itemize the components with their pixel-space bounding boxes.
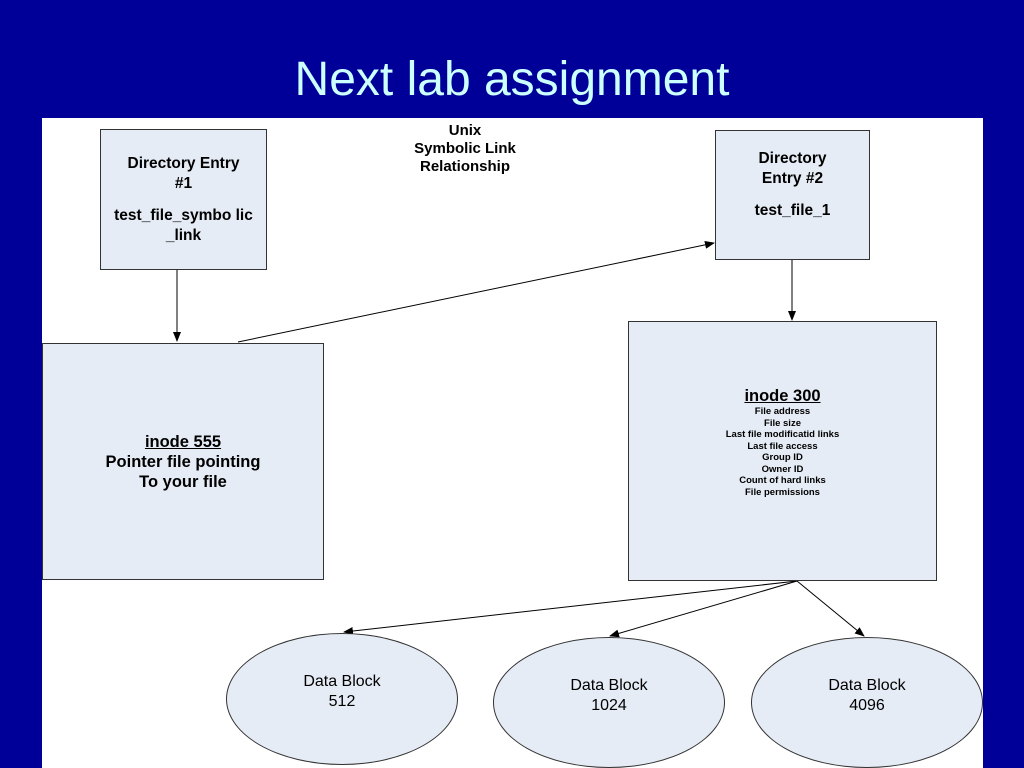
data-block-1024: Data Block 1024 [493, 637, 725, 768]
arrow-inode555-to-dir2 [237, 240, 715, 343]
data-block-size: 4096 [849, 696, 885, 714]
directory-entry-2-label: Directory Entry #2 [758, 150, 827, 187]
inode-555-description: To your file [139, 472, 227, 491]
inode-attribute: File permissions [745, 486, 820, 498]
inode-555-title: inode 555 [144, 432, 222, 451]
caption-line: Unix [448, 122, 482, 139]
inode-300-box: inode 300 File address File size Last fi… [628, 321, 937, 581]
connector-layer [173, 240, 865, 638]
data-block-4096: Data Block 4096 [751, 637, 983, 768]
data-block-512: Data Block 512 [226, 633, 458, 765]
inode-555-box: inode 555 Pointer file pointing To your … [42, 343, 324, 580]
inode-attribute: Last file access [747, 440, 818, 452]
inode-attribute: Owner ID [761, 463, 804, 475]
slide-title: Next lab assignment [294, 53, 730, 106]
diagram-caption: Unix Symbolic Link Relationship [382, 122, 548, 176]
directory-entry-2-filename: test_file_1 [754, 202, 831, 219]
inode-300-attributes: File address File size Last file modific… [726, 406, 840, 498]
inode-attribute: Group ID [762, 452, 803, 463]
arrow-inode300-to-block-512 [343, 580, 798, 635]
directory-entry-1-label: Directory Entry #1 [127, 154, 240, 192]
directory-entry-1-filename: test_file_symbo lic_link [114, 206, 253, 244]
directory-entry-2-box: Directory Entry #2 test_file_1 [715, 130, 870, 260]
data-block-label: Data Block [303, 673, 381, 690]
data-block-size: 1024 [591, 696, 627, 714]
data-block-label: Data Block [828, 676, 906, 694]
diagram-canvas: Unix Symbolic Link Relationship Director… [42, 118, 983, 768]
arrow-inode300-to-block-1024 [609, 580, 798, 638]
data-block-label: Data Block [570, 676, 648, 694]
inode-attribute: Last file modificatid links [725, 429, 840, 440]
inode-attribute: Count of hard links [739, 475, 826, 486]
caption-line: Relationship [419, 158, 510, 175]
inode-555-description: Pointer file pointing [105, 452, 261, 471]
arrow-inode300-to-block-4096 [796, 580, 865, 637]
inode-attribute: File size [764, 417, 801, 429]
caption-line: Symbolic Link [414, 140, 516, 157]
inode-300-title: inode 300 [744, 387, 821, 405]
directory-entry-1-box: Directory Entry #1 test_file_symbo lic_l… [100, 129, 267, 270]
inode-attribute: File address [754, 406, 811, 417]
data-block-size: 512 [328, 693, 356, 710]
